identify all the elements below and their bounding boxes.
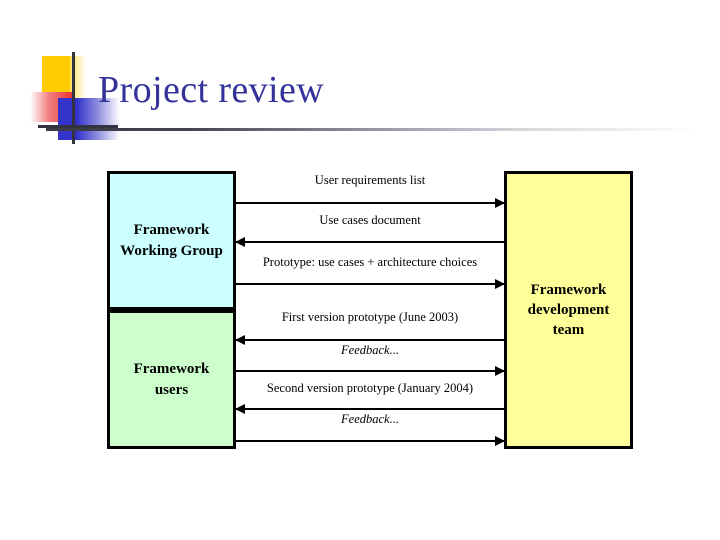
message-arrow-6 <box>235 404 504 414</box>
actor-label-users: Framework users <box>133 361 210 398</box>
message-label-1: User requirements list <box>314 173 426 187</box>
decoration-horizontal-line <box>38 125 118 128</box>
message-label-5: Feedback... <box>341 343 399 357</box>
message-label-7: Feedback... <box>341 412 399 426</box>
arrowhead-right-icon <box>495 436 505 446</box>
message-arrow-4 <box>235 335 504 345</box>
arrowhead-left-icon <box>235 237 245 247</box>
actor-label-working-group: Framework Working Group <box>120 222 223 259</box>
decoration-vertical-line <box>72 52 75 144</box>
arrowhead-left-icon <box>235 335 245 345</box>
message-arrow-3 <box>236 279 505 289</box>
actor-label-dev-team: Framework development team <box>527 281 610 339</box>
actor-box-framework-development-team[interactable]: Framework development team <box>504 171 633 449</box>
message-arrow-2 <box>235 237 504 247</box>
message-label-6: Second version prototype (January 2004) <box>266 381 474 395</box>
arrowhead-left-icon <box>235 404 245 414</box>
message-label-4: First version prototype (June 2003) <box>281 310 459 324</box>
message-arrow-1 <box>236 198 505 208</box>
message-label-2: Use cases document <box>319 213 421 227</box>
message-label-3: Prototype: use cases + architecture choi… <box>262 255 478 269</box>
actor-box-framework-working-group[interactable]: Framework Working Group <box>107 171 236 310</box>
title-underline-rule <box>46 128 698 131</box>
message-arrow-7 <box>236 436 505 446</box>
actor-box-framework-users[interactable]: Framework users <box>107 310 236 449</box>
decoration-yellow-square-solid <box>42 56 70 98</box>
arrowhead-right-icon <box>495 279 505 289</box>
arrowhead-right-icon <box>495 366 505 376</box>
arrowhead-right-icon <box>495 198 505 208</box>
message-arrow-5 <box>236 366 505 376</box>
page-title: Project review <box>98 69 325 111</box>
